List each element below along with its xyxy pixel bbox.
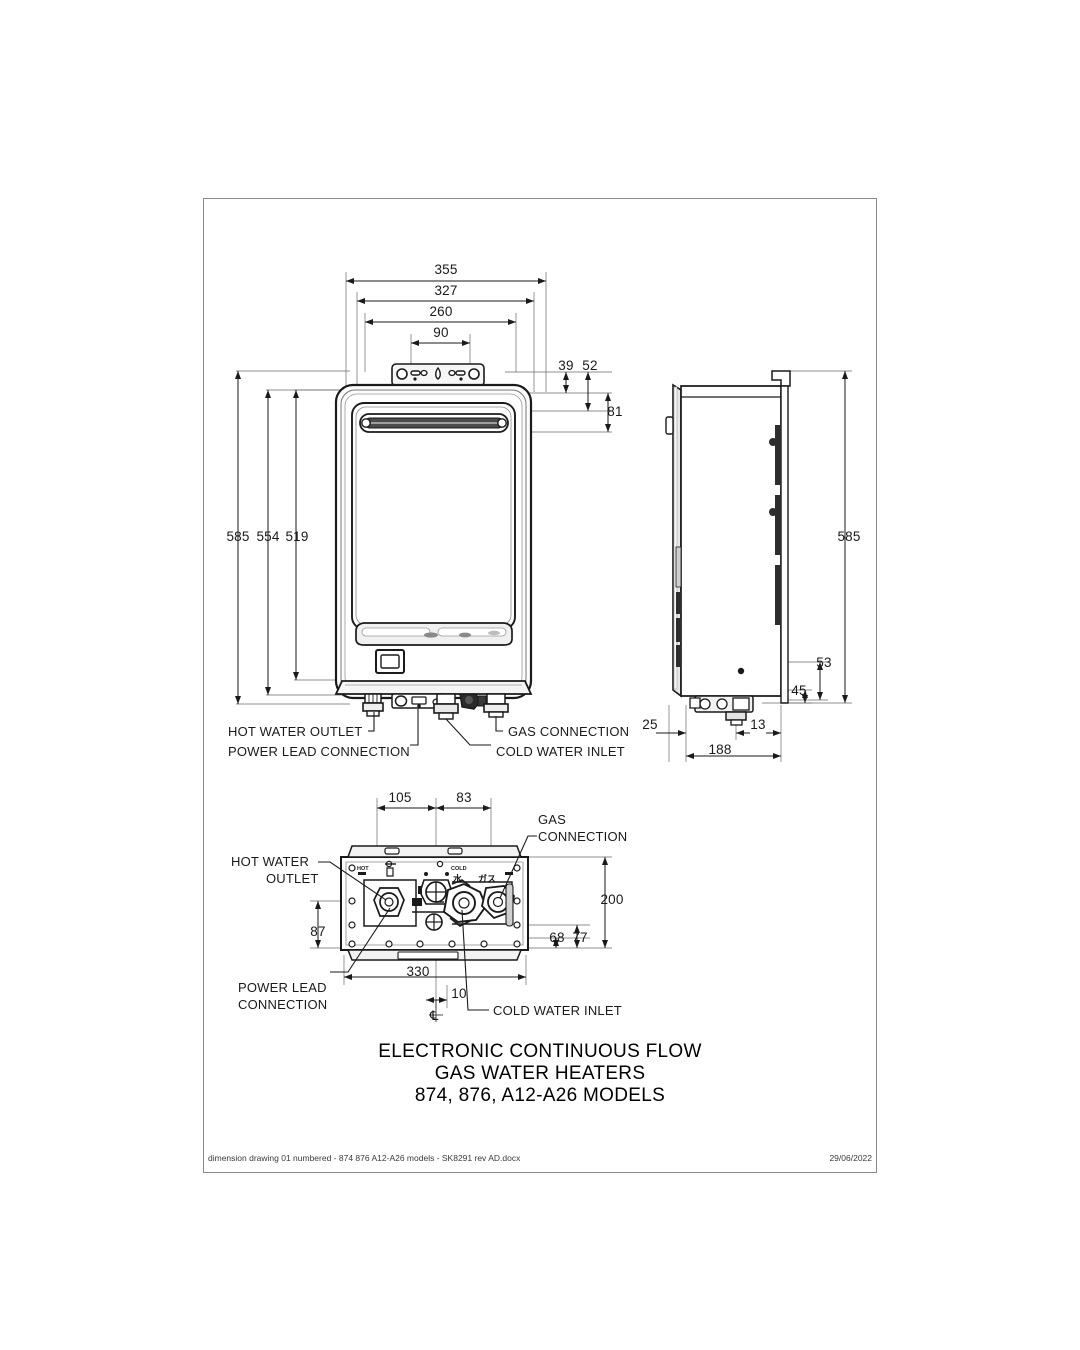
side-dimension-lines bbox=[656, 371, 848, 759]
title-line-1: ELECTRONIC CONTINUOUS FLOW bbox=[378, 1041, 702, 1062]
footer-date: 29/06/2022 bbox=[829, 1153, 872, 1163]
dim-bottom-330: 330 bbox=[406, 964, 430, 979]
dim-bottom-200: 200 bbox=[600, 892, 624, 907]
dim-side-pipe-drop-a: 53 bbox=[816, 655, 832, 670]
hot-water-outlet-fitting-front bbox=[362, 693, 384, 717]
top-vent-louvre bbox=[359, 413, 509, 433]
bottom-vent-louvre bbox=[355, 622, 513, 646]
bottom-callout-leaders bbox=[318, 835, 537, 1011]
callout-power-lead-bottom-line2: CONNECTION bbox=[238, 997, 328, 1012]
dim-front-case-height: 519 bbox=[285, 529, 309, 544]
dim-front-top-offset-a: 39 bbox=[558, 358, 574, 373]
plate-mark-water-jp: 水 bbox=[453, 874, 463, 884]
dim-bottom-77: 77 bbox=[572, 930, 588, 945]
control-display-panel bbox=[375, 649, 405, 674]
valve-cluster-front bbox=[459, 693, 487, 710]
callout-gas-connection-front: GAS CONNECTION bbox=[508, 724, 630, 739]
callout-gas-connection-bottom-line1: GAS bbox=[538, 812, 567, 827]
front-top-dimension-lines bbox=[346, 278, 546, 346]
dim-bottom-10: 10 bbox=[451, 986, 467, 1001]
bottom-view-group bbox=[310, 798, 612, 1022]
dim-front-overall-width: 355 bbox=[434, 262, 458, 277]
dim-front-overall-height: 585 bbox=[226, 529, 250, 544]
callout-cold-water-inlet-bottom: COLD WATER INLET bbox=[493, 1003, 622, 1018]
callout-power-lead-bottom-line1: POWER LEAD bbox=[238, 980, 327, 995]
callout-hot-water-outlet-bottom-line1: HOT WATER bbox=[231, 854, 310, 869]
heater-side-profile bbox=[665, 370, 791, 704]
front-right-dimension-lines bbox=[563, 372, 611, 432]
front-left-dimension-lines bbox=[235, 371, 299, 704]
dim-front-vent-height: 81 bbox=[607, 404, 623, 419]
dim-side-pipe-drop-b: 45 bbox=[791, 683, 807, 698]
callout-hot-water-outlet-front: HOT WATER OUTLET bbox=[228, 724, 363, 739]
gas-connection-fitting-front bbox=[483, 693, 509, 718]
plate-mark-hot: HOT bbox=[357, 866, 369, 872]
centerline-marks bbox=[429, 1000, 443, 1022]
callout-cold-water-inlet-front: COLD WATER INLET bbox=[496, 744, 625, 759]
side-bottom-fittings bbox=[689, 695, 754, 726]
side-view-group bbox=[656, 370, 852, 762]
bottom-dimension-lines bbox=[315, 805, 608, 1003]
title-block: ELECTRONIC CONTINUOUS FLOW GAS WATER HEA… bbox=[203, 1041, 877, 1107]
plate-mark-gas-jp: ガス bbox=[478, 874, 497, 884]
lower-skirt bbox=[334, 680, 533, 695]
dim-bottom-87: 87 bbox=[310, 924, 326, 939]
bottom-plumbing-layout bbox=[358, 863, 515, 931]
dim-front-body-height: 554 bbox=[256, 529, 280, 544]
dim-front-top-offset-b: 52 bbox=[582, 358, 598, 373]
callout-power-lead-front: POWER LEAD CONNECTION bbox=[228, 744, 410, 759]
heater-outer-case bbox=[334, 383, 533, 700]
dim-side-overall-height: 585 bbox=[837, 529, 861, 544]
dim-front-bracket-width: 327 bbox=[434, 283, 458, 298]
callout-hot-water-outlet-bottom-line2: OUTLET bbox=[266, 871, 319, 886]
dim-side-front-offset: 25 bbox=[642, 717, 658, 732]
centerline-symbol: ℄ bbox=[430, 1008, 439, 1023]
flue-vent-bracket bbox=[391, 363, 485, 387]
dim-front-inner-width: 90 bbox=[433, 325, 449, 340]
dim-front-mount-width: 260 bbox=[429, 304, 453, 319]
title-line-3: 874, 876, A12-A26 MODELS bbox=[414, 1085, 666, 1106]
mounting-screw-holes bbox=[348, 860, 521, 948]
dim-side-depth: 188 bbox=[708, 742, 732, 757]
title-line-2: GAS WATER HEATERS bbox=[434, 1063, 646, 1084]
front-view-group bbox=[235, 272, 612, 746]
dim-bottom-83: 83 bbox=[456, 790, 472, 805]
callout-gas-connection-bottom-line2: CONNECTION bbox=[538, 829, 628, 844]
plate-mark-cold: COLD bbox=[451, 866, 467, 872]
front-callout-leaders bbox=[368, 709, 503, 746]
dim-side-rear-offset: 13 bbox=[750, 717, 766, 732]
cold-water-inlet-fitting-front bbox=[433, 693, 459, 720]
dim-bottom-68: 68 bbox=[549, 930, 565, 945]
footer-filename: dimension drawing 01 numbered - 874 876 … bbox=[208, 1153, 521, 1163]
front-bottom-connections bbox=[362, 693, 509, 720]
dim-bottom-105: 105 bbox=[388, 790, 412, 805]
